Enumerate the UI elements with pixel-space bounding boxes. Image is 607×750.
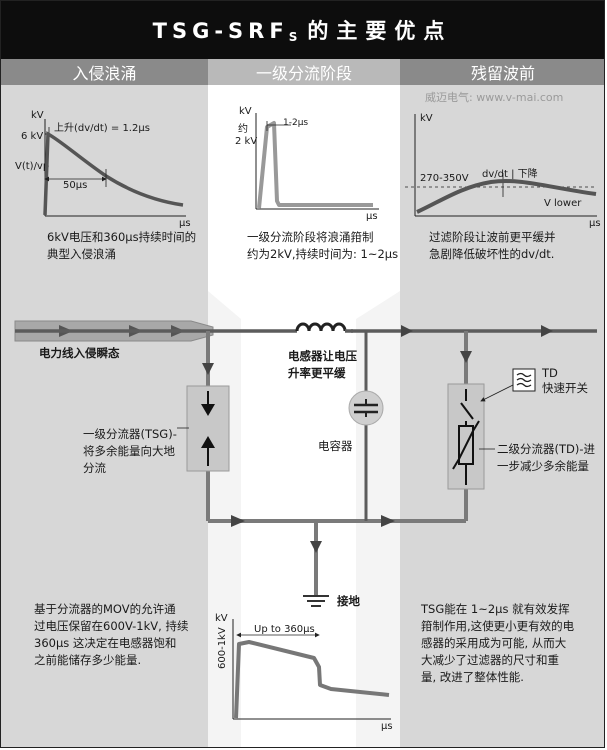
caption-residual-wavefront: 过滤阶段让波前更平缓并 急剧降低破坏性的dv/dt.: [429, 230, 556, 261]
chart2-y-unit: kV: [239, 106, 252, 117]
power-line-transient-label: 电力线入侵瞬态: [39, 346, 120, 360]
td-switch: [460, 402, 474, 420]
inductor-coil: [295, 322, 347, 332]
ground-label: 接地: [337, 594, 360, 608]
chart1-rise-label: 上升(dv/dt) = 1.2μs: [54, 122, 150, 134]
header-residual-wavefront: 残留波前: [400, 59, 604, 85]
caption-primary-stage: 一级分流阶段将浪涌箝制 约为2kV,持续时间为: 1~2μs: [247, 230, 399, 261]
chart3-residual-curve: [416, 179, 597, 214]
chart-primary-stage: kV μs 约 2 kV 1-2μs: [235, 106, 379, 222]
header-primary-stage: 一级分流阶段: [208, 59, 400, 85]
header-intrusion-surge: 入侵浪涌: [1, 59, 208, 85]
chart1-y-unit: kV: [31, 110, 44, 121]
chart3-lower-label: V lower: [544, 198, 582, 209]
chart4-x-unit: μs: [381, 721, 393, 732]
chart3-y-unit: kV: [420, 113, 433, 124]
tsg-description: 一级分流器(TSG)- 将多余能量向大地 分流: [83, 427, 177, 475]
capacitor-label: 电容器: [318, 439, 353, 453]
chart4-width-label: Up to 360μs: [254, 624, 315, 635]
td-description: 二级分流器(TD)-进 一步减少多余能量: [497, 442, 596, 473]
chart3-range-label: 270-350V: [420, 173, 469, 184]
capacitor-component: [348, 390, 384, 426]
chart1-peak-label: 6 kV: [21, 131, 43, 142]
note-mov-voltage: 基于分流器的MOV的允许通 过电压保留在600V-1kV, 持续 360μs 这…: [34, 602, 189, 667]
chart-residual-wavefront: kV μs 270-350V dv/dt | 下降 V lower: [405, 113, 601, 229]
chart1-surge-curve: [43, 131, 184, 216]
note-tsg-benefit: TSG能在 1~2μs 就有效发挥 箝制作用,这使更小更有效的电 感器的采用成为…: [421, 602, 575, 684]
chart4-clamp-curve: [234, 640, 390, 719]
inductor-label: 电感器让电压 升率更平缓: [288, 349, 357, 380]
chart3-x-unit: μs: [589, 218, 601, 229]
chart-mov-voltage: kV μs 600-1kV Up to 360μs: [215, 613, 393, 732]
chart4-y-label: 600-1kV: [217, 627, 228, 669]
power-line-arrows: [59, 325, 185, 337]
caption-intrusion-surge: 6kV电压和360μs持续时间的 典型入侵浪涌: [47, 230, 197, 261]
chart1-width-label: 50μs: [63, 180, 87, 191]
td-title: TD: [542, 366, 558, 380]
right-column-background: [400, 59, 604, 747]
td-subtitle: 快速开关: [542, 381, 588, 395]
chart2-peak-label-2: 2 kV: [235, 136, 257, 147]
chart2-x-unit: μs: [366, 211, 378, 222]
circuit-diagram: [14, 320, 597, 607]
chart-intrusion-surge: kV μs 6 kV V(t)/vp 上升(dv/dt) = 1.2μs 50μ…: [15, 110, 191, 229]
chart2-peak-label-1: 约: [238, 122, 248, 135]
middle-column-highlight: [208, 85, 400, 747]
watermark: 威迈电气: www.v-mai.com: [425, 91, 564, 104]
chart1-y-label: V(t)/vp: [15, 161, 49, 172]
chart1-x-unit: μs: [179, 218, 191, 229]
chart3-dvdt-label: dv/dt | 下降: [482, 167, 538, 180]
chart2-clamped-pulse: [257, 121, 373, 209]
chart4-y-unit: kV: [215, 613, 228, 624]
chart2-width-label: 1-2μs: [283, 118, 308, 128]
